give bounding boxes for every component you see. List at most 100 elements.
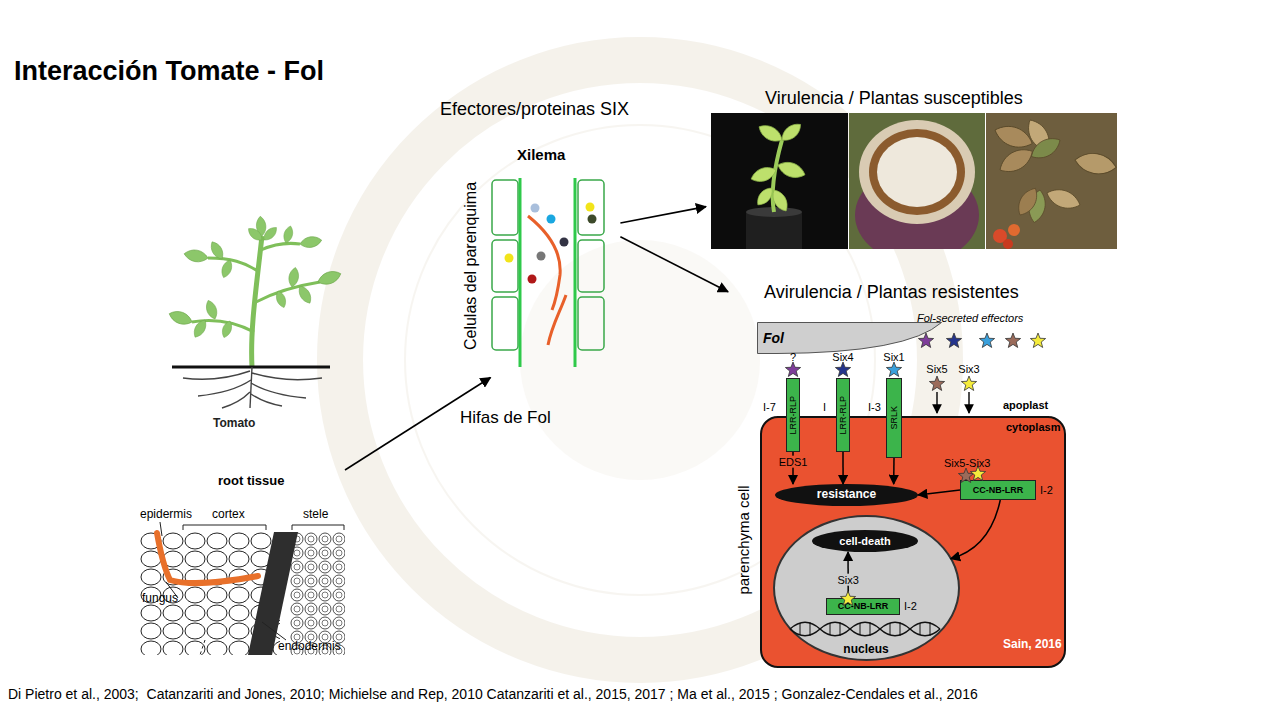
tomato-plant bbox=[250, 367, 252, 408]
part-label: cortex bbox=[212, 508, 245, 522]
root-tissue-drawing bbox=[262, 622, 286, 640]
tomato-plant bbox=[251, 394, 282, 406]
dna-helix bbox=[800, 622, 930, 636]
disease-photos bbox=[711, 113, 848, 249]
xylem-drawing bbox=[574, 178, 577, 367]
connector-arrow bbox=[918, 490, 960, 495]
panel-caption: Tomato bbox=[213, 417, 255, 431]
xylem-drawing bbox=[519, 178, 522, 367]
root-tissue-drawing bbox=[140, 522, 345, 655]
disease-photos bbox=[749, 164, 778, 185]
tomato-plant bbox=[204, 299, 220, 321]
disease-photos bbox=[1008, 224, 1020, 236]
tomato-plant bbox=[222, 392, 250, 408]
xylem-drawing bbox=[492, 178, 604, 367]
dna-helix bbox=[800, 623, 801, 635]
root-tissue-drawing bbox=[200, 640, 205, 655]
panel-heading: Virulencia / Plantas susceptibles bbox=[765, 88, 1023, 109]
effector-name: Six4 bbox=[832, 351, 853, 364]
receptor-name: LRR-RLP bbox=[789, 396, 798, 435]
tomato-plant bbox=[299, 235, 322, 249]
disease-photos bbox=[754, 185, 776, 209]
xylem-drawing bbox=[560, 238, 569, 247]
receptor-box: CC-NB-LRR bbox=[826, 598, 900, 615]
tomato-plant bbox=[287, 267, 300, 288]
schema-panel: Avirulencia / Plantas resistentesFolLRR-… bbox=[728, 280, 1072, 672]
root-tissue-drawing bbox=[290, 532, 345, 655]
tomato-plant bbox=[191, 318, 209, 340]
receptor-name: CC-NB-LRR bbox=[838, 601, 889, 611]
xylem-drawing bbox=[578, 240, 604, 292]
axis-label: Celulas del parenquima bbox=[462, 182, 480, 350]
disease-photos bbox=[749, 120, 807, 214]
tomato-plant bbox=[282, 225, 295, 244]
connector-arrow bbox=[620, 207, 706, 223]
effector-stars bbox=[785, 362, 800, 376]
gene-label: I bbox=[823, 401, 826, 414]
disease-photos bbox=[869, 129, 965, 215]
gene-label: I-2 bbox=[1040, 484, 1053, 497]
group-label: Fol-secreted effectors bbox=[917, 312, 1023, 325]
disease-photos bbox=[877, 137, 957, 207]
xylem-drawing bbox=[586, 203, 595, 212]
watermark-seal bbox=[520, 240, 760, 480]
effector-name: Six3 bbox=[958, 363, 979, 376]
tomato-plant bbox=[261, 225, 279, 243]
pathogen-outline bbox=[758, 323, 942, 354]
tomato-plant bbox=[219, 258, 234, 279]
disease-photos bbox=[1073, 150, 1117, 177]
tomato-plant bbox=[261, 243, 300, 250]
effector-stars bbox=[1030, 333, 1045, 347]
cell-box: parenchyma cellcytoplasmresistanceCC-NB-… bbox=[760, 416, 1066, 668]
xylem-drawing bbox=[492, 180, 518, 235]
disease-photos bbox=[992, 116, 1117, 224]
dna-helix bbox=[870, 622, 871, 636]
dna-helix bbox=[890, 623, 891, 635]
tomato-plant bbox=[296, 284, 314, 306]
tomato-plant bbox=[274, 290, 288, 309]
connector-arrow bbox=[893, 458, 895, 484]
compartment-label: cytoplasm bbox=[1006, 421, 1060, 434]
xylem-drawing bbox=[578, 297, 604, 350]
tomato-plant bbox=[183, 248, 209, 264]
effector-name: ? bbox=[790, 351, 796, 364]
panel-heading: Efectores/proteinas SIX bbox=[440, 99, 629, 120]
tomato-plant bbox=[183, 367, 322, 408]
root-tissue-drawing bbox=[160, 522, 162, 536]
dna-helix bbox=[790, 622, 940, 636]
pathogen-name: Fol bbox=[763, 330, 784, 346]
tomato-plant bbox=[251, 383, 306, 398]
xylem-drawing bbox=[528, 275, 537, 284]
disease-photos bbox=[756, 121, 785, 145]
dna-helix bbox=[790, 622, 940, 636]
receptor-name: CC-NB-LRR bbox=[973, 485, 1024, 495]
edge-label: Six3 bbox=[836, 573, 859, 586]
effector-stars bbox=[961, 376, 976, 390]
effector-stars bbox=[835, 362, 850, 376]
connector-group bbox=[345, 207, 1000, 598]
xylem-drawing bbox=[588, 215, 597, 224]
disease-photos bbox=[778, 120, 804, 144]
receptor-name: LRR-RLP bbox=[839, 396, 848, 435]
effector-stars bbox=[886, 362, 901, 376]
nuclear-effector bbox=[840, 591, 855, 605]
tomato-plant bbox=[198, 380, 251, 396]
pathogen-outline bbox=[757, 322, 942, 354]
disease-photos bbox=[859, 120, 975, 224]
disease-photos bbox=[711, 113, 1118, 263]
dna-helix bbox=[840, 622, 841, 636]
secretion-arrow bbox=[968, 392, 969, 413]
root-tissue-drawing bbox=[157, 533, 258, 583]
tomato-plant bbox=[167, 216, 342, 340]
dna-helix bbox=[790, 622, 940, 636]
part-label: stele bbox=[303, 508, 328, 522]
tomato-plant bbox=[167, 308, 194, 327]
receptor-name: SRLK bbox=[890, 406, 899, 430]
gene-label: I-7 bbox=[763, 401, 776, 414]
xylem-drawing bbox=[578, 180, 604, 235]
disease-photos bbox=[849, 113, 985, 249]
disease-photos bbox=[996, 144, 1037, 178]
effector-stars bbox=[979, 333, 994, 347]
